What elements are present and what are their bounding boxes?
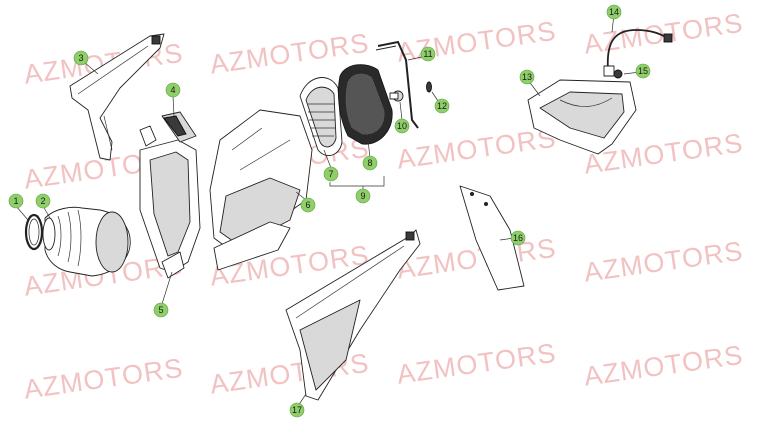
part-foam-filter bbox=[338, 64, 393, 145]
svg-text:5: 5 bbox=[158, 305, 163, 315]
svg-text:7: 7 bbox=[328, 169, 333, 179]
part-small-bracket bbox=[161, 111, 197, 143]
callout-4: 4 bbox=[165, 82, 181, 98]
svg-text:11: 11 bbox=[423, 49, 432, 59]
callouts: 1 2 3 4 5 6 7 8 9 10 11 12 13 14 15 16 1… bbox=[8, 4, 651, 418]
callout-7: 7 bbox=[323, 166, 339, 182]
part-retaining-rod bbox=[375, 40, 419, 129]
svg-text:1: 1 bbox=[13, 196, 18, 206]
callout-17: 17 bbox=[289, 402, 305, 418]
callout-5: 5 bbox=[153, 302, 169, 318]
svg-text:15: 15 bbox=[638, 66, 648, 76]
callout-3: 3 bbox=[73, 50, 89, 66]
callout-12: 12 bbox=[434, 98, 450, 114]
svg-text:8: 8 bbox=[367, 158, 372, 168]
part-intake-boot bbox=[42, 206, 131, 277]
part-cable bbox=[603, 29, 673, 77]
svg-text:17: 17 bbox=[292, 405, 302, 415]
part-side-plate bbox=[459, 185, 525, 291]
svg-text:4: 4 bbox=[170, 85, 175, 95]
callout-16: 16 bbox=[510, 230, 526, 246]
svg-text:10: 10 bbox=[397, 121, 407, 131]
callout-9: 9 bbox=[355, 188, 371, 204]
part-lower-side-cover bbox=[285, 229, 421, 401]
part-screw bbox=[613, 69, 623, 79]
part-pin bbox=[426, 81, 432, 93]
svg-text:16: 16 bbox=[513, 233, 523, 243]
svg-text:9: 9 bbox=[360, 191, 365, 201]
callout-8: 8 bbox=[362, 155, 378, 171]
callout-11: 11 bbox=[420, 46, 436, 62]
callout-6: 6 bbox=[300, 197, 316, 213]
svg-text:2: 2 bbox=[40, 196, 45, 206]
part-bolt bbox=[389, 90, 404, 102]
svg-text:3: 3 bbox=[78, 53, 83, 63]
part-airbox-housing bbox=[209, 109, 313, 271]
callout-1: 1 bbox=[8, 193, 24, 209]
part-airbox-duct bbox=[139, 125, 201, 279]
part-filter-cage bbox=[299, 77, 343, 156]
svg-text:14: 14 bbox=[609, 7, 619, 17]
part-upper-side-cover bbox=[69, 33, 165, 161]
callout-2: 2 bbox=[35, 193, 51, 209]
callout-15: 15 bbox=[635, 63, 651, 79]
svg-text:13: 13 bbox=[522, 72, 532, 82]
callout-13: 13 bbox=[519, 69, 535, 85]
callout-14: 14 bbox=[606, 4, 622, 20]
callout-10: 10 bbox=[394, 118, 410, 134]
svg-text:6: 6 bbox=[305, 200, 310, 210]
part-rear-bracket bbox=[527, 79, 637, 155]
part-clamp-ring bbox=[24, 213, 44, 251]
svg-text:12: 12 bbox=[437, 101, 447, 111]
